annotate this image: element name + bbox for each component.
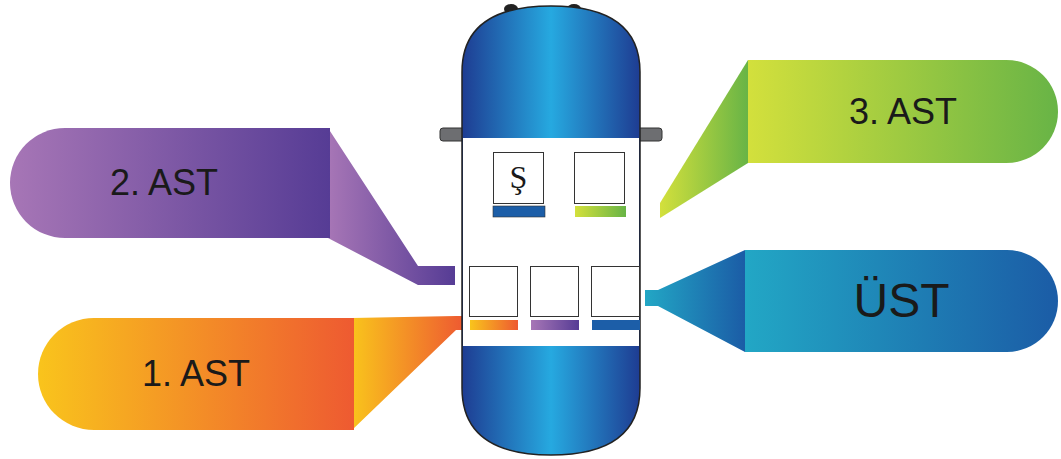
callout-tail	[352, 316, 463, 430]
seat-bar	[531, 320, 579, 330]
seat-bar	[592, 320, 640, 330]
callout-label: 2. AST	[110, 163, 218, 203]
callout-bubble: ÜST	[745, 250, 1058, 352]
callout-tail	[328, 128, 455, 285]
seat-box	[575, 153, 625, 204]
callout-bubble: 3. AST	[748, 60, 1058, 163]
seat-bar	[470, 320, 518, 330]
seat-box	[592, 267, 640, 317]
car-cabin	[463, 138, 639, 346]
callout-tail	[645, 250, 745, 352]
callout-bubble: 2. AST	[10, 128, 330, 238]
callout-bubble: 1. AST	[38, 318, 354, 430]
callout-tail	[660, 60, 748, 218]
callout-label: ÜST	[854, 275, 950, 328]
callout-label: 1. AST	[142, 354, 250, 394]
seat-box	[470, 267, 518, 317]
driver-seat: Ş	[493, 152, 544, 204]
seat-bar	[575, 206, 626, 217]
callout-label: 3. AST	[849, 92, 957, 132]
callout-label: Ş	[510, 160, 528, 195]
seat-box	[531, 267, 579, 317]
car-body	[462, 6, 640, 455]
seat-bar	[493, 206, 545, 217]
